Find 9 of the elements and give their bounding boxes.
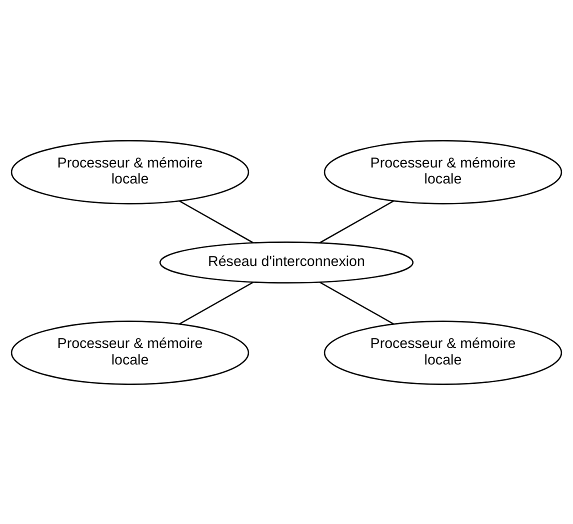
node-ellipse: Processeur & mémoire locale: [324, 140, 562, 204]
connector: [319, 281, 394, 324]
node-ellipse: Processeur & mémoire locale: [10, 320, 250, 384]
node-ellipse: Réseau d'interconnexion: [159, 240, 414, 284]
connector: [179, 200, 254, 243]
connector: [319, 200, 394, 243]
node-ellipse: Processeur & mémoire locale: [10, 140, 250, 204]
connector: [179, 281, 254, 324]
node-ellipse: Processeur & mémoire locale: [324, 320, 562, 384]
